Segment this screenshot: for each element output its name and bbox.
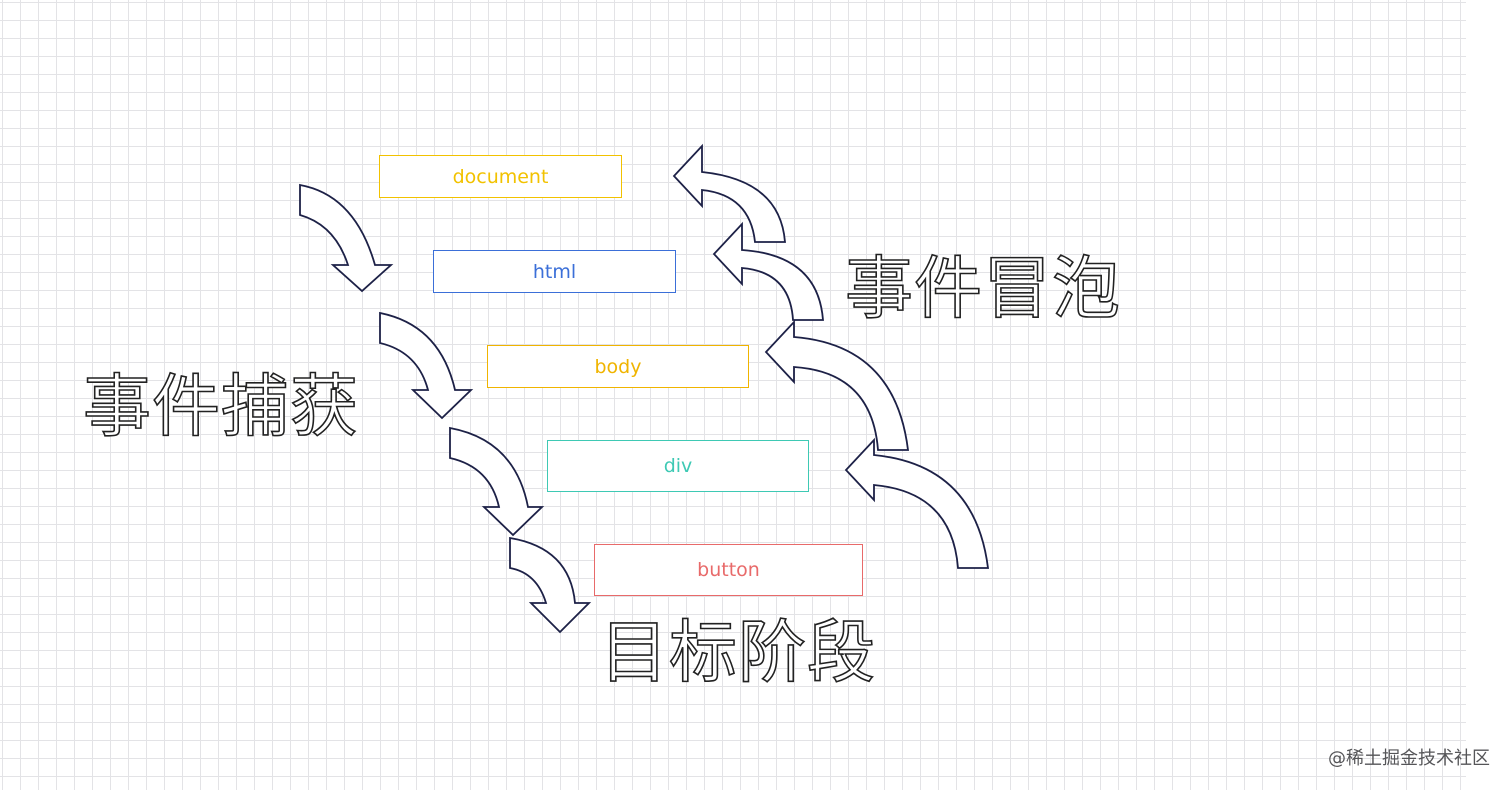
- capture-phase-label: 事件捕获: [82, 368, 360, 447]
- capture-arrow-3: [449, 426, 545, 537]
- node-body: body: [487, 345, 749, 388]
- node-button: button: [594, 544, 863, 596]
- bubble-arrow-2: [712, 221, 824, 321]
- node-html: html: [433, 250, 676, 293]
- bubble-arrow-3: [764, 319, 910, 451]
- capture-arrow-4: [509, 536, 592, 634]
- node-div: div: [547, 440, 809, 492]
- node-document: document: [379, 155, 622, 198]
- watermark: @稀土掘金技术社区: [1328, 748, 1490, 769]
- grid-canvas: [0, 0, 1466, 790]
- capture-arrow-2: [379, 311, 474, 420]
- bubble-phase-label: 事件冒泡: [844, 250, 1122, 329]
- capture-arrow-1: [299, 183, 394, 293]
- bubble-arrow-1: [672, 143, 786, 243]
- target-phase-label: 目标阶段: [599, 614, 877, 693]
- bubble-arrow-4: [844, 437, 990, 569]
